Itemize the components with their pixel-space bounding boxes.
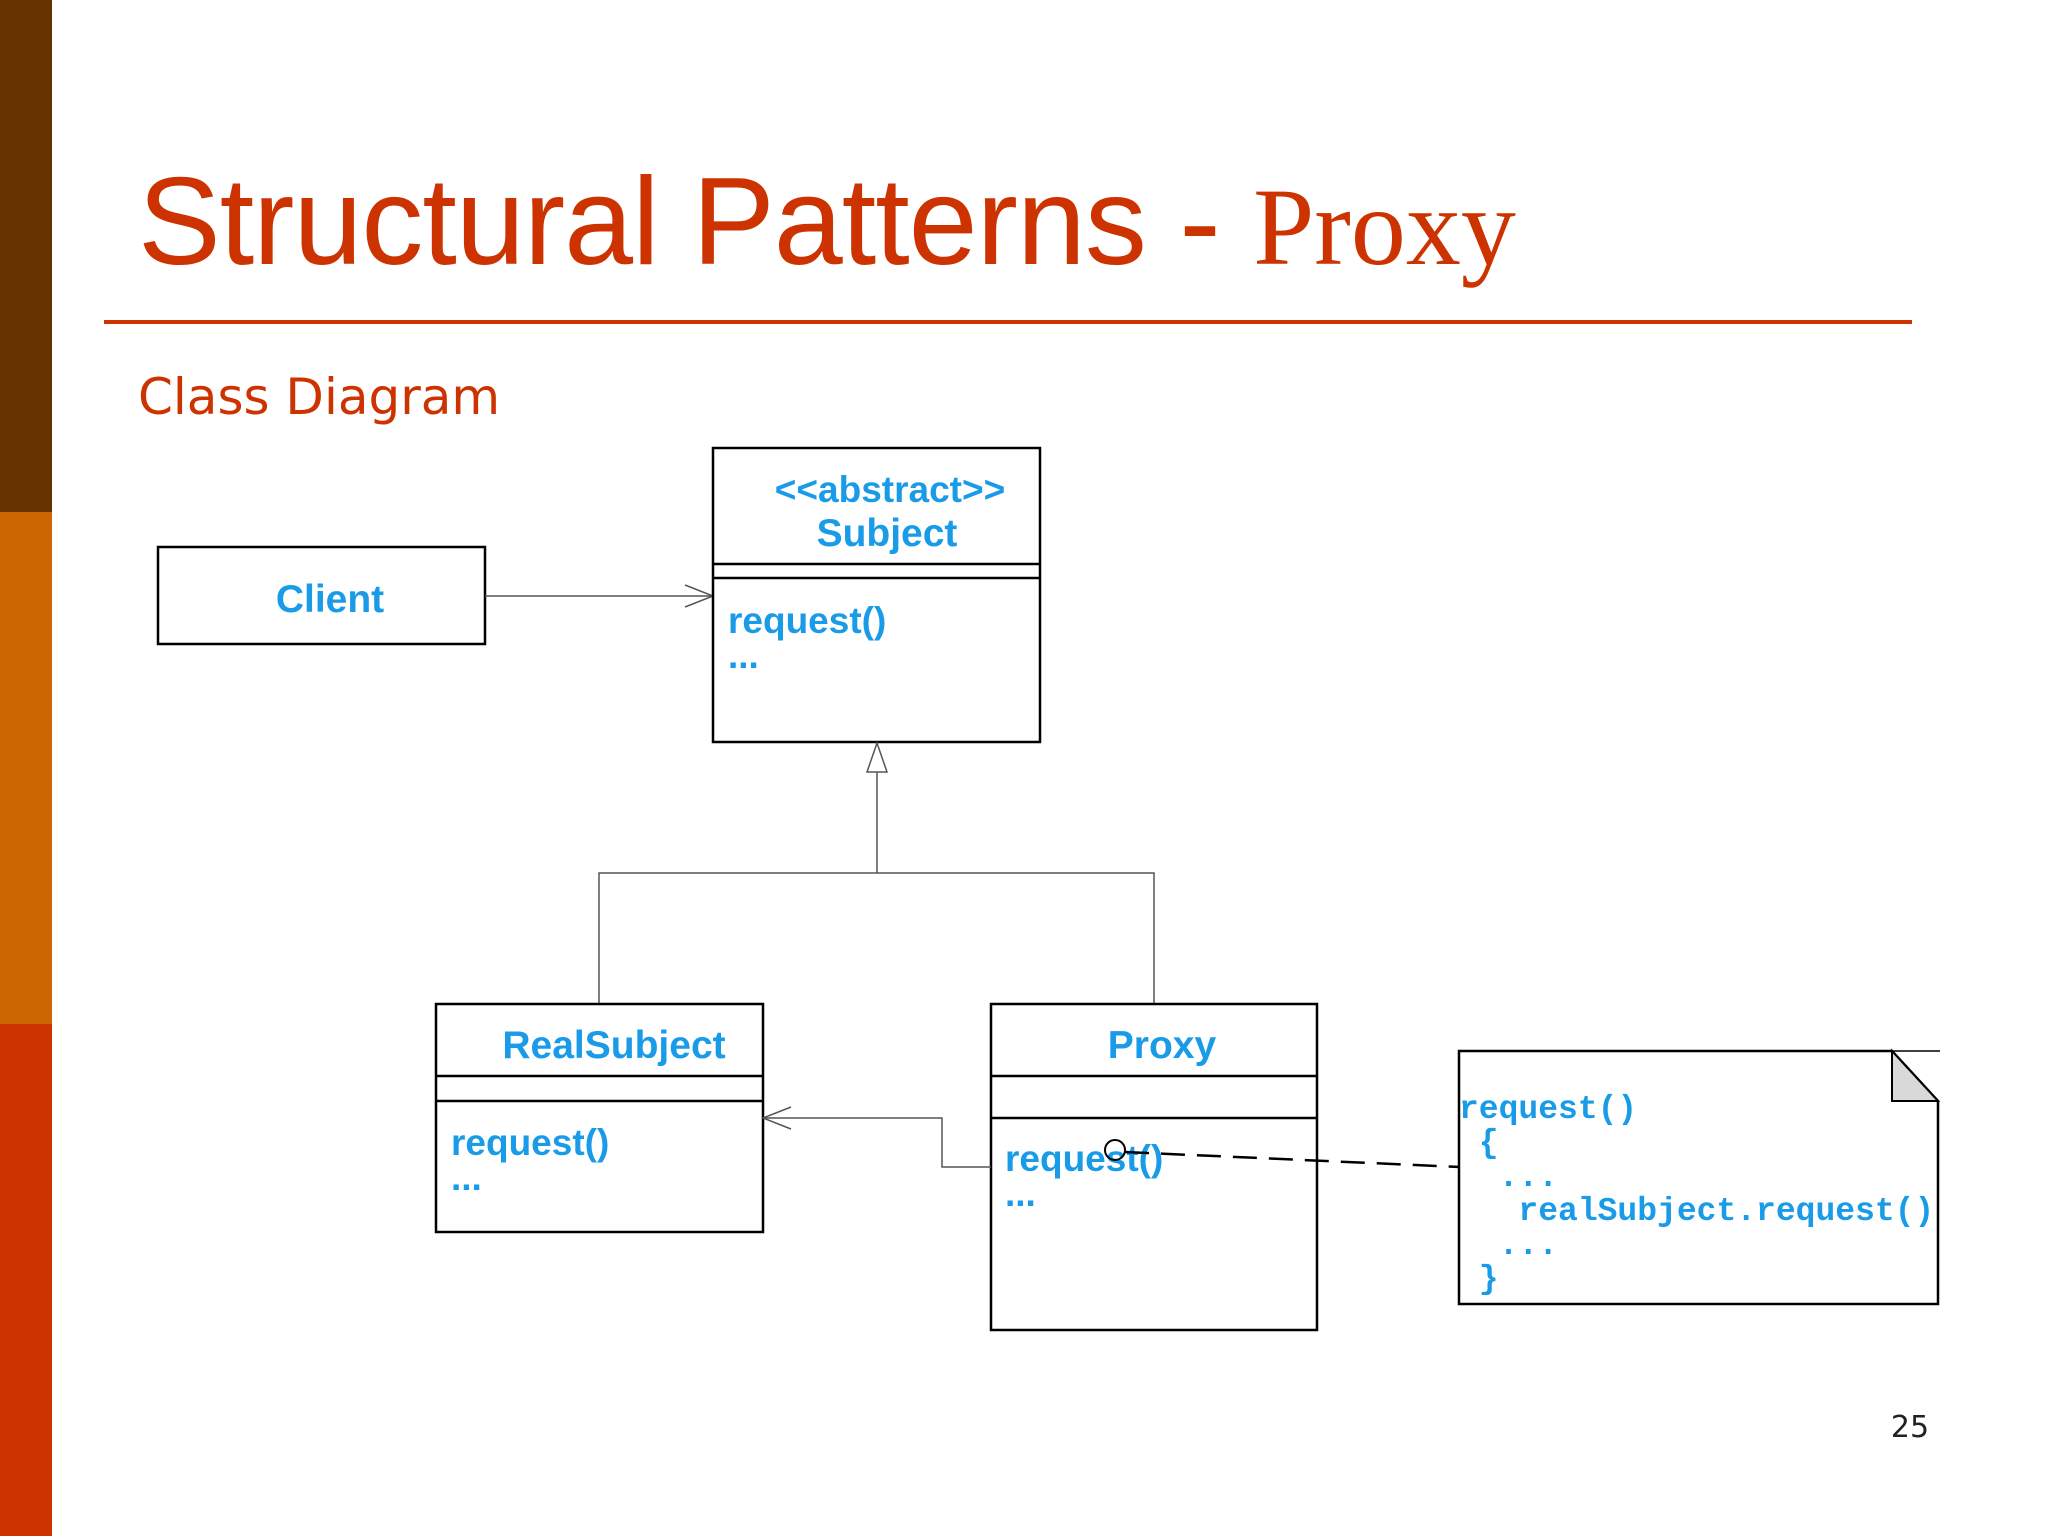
- proxy-method: request(): [1005, 1138, 1163, 1179]
- generalization-triangle: [865, 740, 889, 773]
- proxy-method-more: ...: [1005, 1173, 1036, 1214]
- generalization-hierarchy: [598, 740, 1155, 1004]
- realsubject-method: request(): [451, 1122, 609, 1163]
- note-attachment: [1104, 1139, 1460, 1169]
- subject-method: request(): [728, 600, 886, 641]
- proxy-association-line: [763, 1117, 991, 1168]
- side-bar-top: [0, 0, 52, 512]
- slide-subtitle: Class Diagram: [138, 368, 501, 426]
- page-number: 25: [1890, 1410, 1930, 1445]
- code-note: request() { ... realSubject.request() ..…: [1457, 1048, 1941, 1306]
- note-anchor-circle: [1104, 1139, 1126, 1161]
- realsubject-class-box: [434, 1002, 765, 1234]
- slide-title: Structural Patterns - Proxy: [138, 160, 1516, 284]
- slide-title-sub: Proxy: [1253, 166, 1516, 288]
- realsubject-class: RealSubject request() ...: [434, 1002, 765, 1234]
- slide-title-main: Structural Patterns -: [138, 153, 1254, 291]
- realsubject-class-name: RealSubject: [502, 1024, 725, 1067]
- side-bar-bottom: [0, 1024, 52, 1536]
- subject-method-more: ...: [728, 635, 759, 676]
- proxy-class-name: Proxy: [1108, 1024, 1217, 1067]
- generalization-branches: [598, 872, 1155, 1004]
- note-line-1: request(): [1459, 1091, 1637, 1128]
- client-class-name: Client: [276, 578, 384, 621]
- client-subject-association: [485, 584, 716, 608]
- note-line-4: realSubject.request(): [1459, 1193, 1934, 1230]
- note-line-2: {: [1459, 1125, 1499, 1162]
- proxy-association-arrowhead: [760, 1106, 792, 1130]
- note-dashed-link: [1124, 1150, 1460, 1169]
- proxy-class: Proxy request() ...: [989, 1002, 1319, 1332]
- note-line-3: ...: [1459, 1159, 1558, 1196]
- note-line-5: ...: [1459, 1227, 1558, 1264]
- client-class: Client: [156, 545, 487, 646]
- subject-stereotype: <<abstract>>: [775, 469, 1005, 510]
- note-box: [1457, 1049, 1940, 1306]
- side-bar-middle: [0, 512, 52, 1024]
- proxy-class-box: [989, 1002, 1319, 1332]
- subject-class-box: [711, 446, 1042, 744]
- title-underline: [104, 320, 1912, 324]
- proxy-realsubject-association: [760, 1106, 991, 1168]
- realsubject-method-more: ...: [451, 1157, 482, 1198]
- subject-class-name: Subject: [817, 512, 958, 555]
- subject-class: <<abstract>> Subject request() ...: [711, 446, 1042, 744]
- note-folded-corner: [1891, 1048, 1941, 1102]
- note-line-6: }: [1459, 1261, 1499, 1298]
